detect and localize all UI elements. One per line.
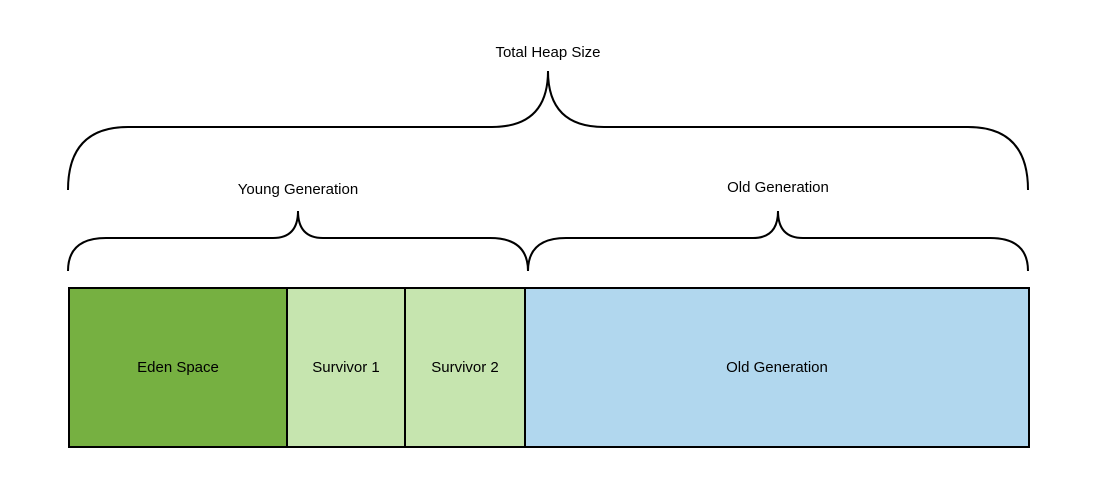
heap-row: Eden Space Survivor 1 Survivor 2 Old Gen… [68, 287, 1030, 448]
total-heap-brace-icon [67, 70, 1029, 191]
heap-box-survivor-1: Survivor 1 [288, 289, 406, 446]
old-generation-label: Old Generation [727, 179, 829, 196]
young-generation-brace-icon [67, 210, 529, 272]
heap-box-survivor-2: Survivor 2 [406, 289, 526, 446]
old-generation-brace-icon [527, 210, 1029, 272]
heap-box-old-generation-label: Old Generation [726, 359, 828, 376]
total-heap-label: Total Heap Size [495, 44, 601, 61]
heap-box-old-generation: Old Generation [526, 289, 1028, 446]
heap-box-eden-label: Eden Space [137, 359, 219, 376]
young-generation-label: Young Generation [237, 181, 359, 198]
heap-box-survivor-1-label: Survivor 1 [312, 359, 380, 376]
heap-box-eden: Eden Space [70, 289, 288, 446]
heap-box-survivor-2-label: Survivor 2 [431, 359, 499, 376]
